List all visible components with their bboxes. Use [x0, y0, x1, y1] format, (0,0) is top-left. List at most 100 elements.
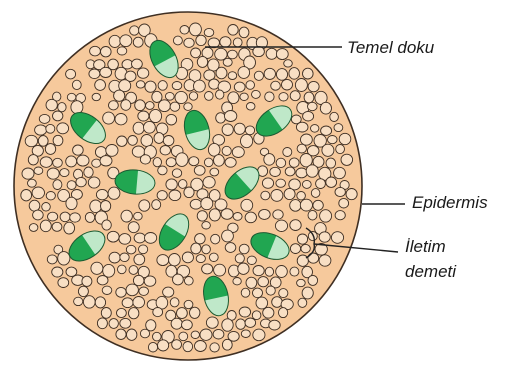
parenchyma-cell: [121, 210, 132, 222]
parenchyma-cell: [157, 191, 167, 200]
parenchyma-cell: [308, 81, 319, 91]
parenchyma-cell: [129, 308, 139, 319]
parenchyma-cell: [316, 179, 326, 189]
parenchyma-cell: [191, 48, 201, 58]
parenchyma-cell: [109, 252, 120, 263]
parenchyma-cell: [273, 210, 283, 219]
parenchyma-cell: [40, 157, 52, 168]
parenchyma-cell: [46, 99, 57, 110]
parenchyma-cell: [306, 165, 318, 177]
parenchyma-cell: [202, 222, 211, 229]
parenchyma-cell: [202, 264, 213, 274]
parenchyma-cell: [172, 82, 182, 90]
parenchyma-cell: [84, 167, 93, 177]
parenchyma-cell: [261, 191, 270, 200]
parenchyma-cell: [182, 320, 193, 330]
parenchyma-cell: [52, 267, 63, 277]
parenchyma-cell: [58, 278, 69, 288]
parenchyma-cell: [152, 200, 161, 210]
parenchyma-cell: [245, 318, 256, 327]
parenchyma-cell: [53, 111, 63, 121]
parenchyma-cell: [290, 91, 300, 101]
parenchyma-cell: [263, 307, 274, 318]
parenchyma-cell: [339, 198, 349, 208]
parenchyma-cell: [119, 234, 131, 245]
parenchyma-cell: [246, 277, 257, 288]
parenchyma-cell: [335, 187, 345, 196]
parenchyma-cell: [233, 213, 242, 221]
parenchyma-cell: [76, 177, 86, 186]
parenchyma-cell: [290, 220, 301, 231]
parenchyma-cell: [308, 102, 318, 110]
parenchyma-cell: [132, 59, 143, 69]
parenchyma-cell: [335, 211, 345, 220]
parenchyma-cell: [302, 180, 311, 188]
parenchyma-cell: [283, 148, 292, 157]
parenchyma-cell: [238, 263, 249, 274]
parenchyma-cell: [165, 92, 174, 100]
parenchyma-cell: [83, 296, 95, 308]
parenchyma-cell: [89, 69, 100, 79]
parenchyma-cell: [90, 46, 101, 56]
parenchyma-cell: [117, 136, 127, 146]
parenchyma-cell: [271, 190, 283, 202]
parenchyma-cell: [222, 146, 231, 155]
parenchyma-cell: [134, 254, 145, 265]
parenchyma-cell: [58, 103, 66, 112]
parenchyma-cell: [126, 284, 138, 296]
parenchyma-cell: [321, 126, 332, 135]
parenchyma-cell: [116, 329, 126, 339]
parenchyma-cell: [120, 318, 131, 328]
parenchyma-cell: [140, 329, 149, 338]
parenchyma-cell: [203, 177, 215, 188]
parenchyma-cell: [210, 343, 219, 352]
parenchyma-cell: [53, 180, 62, 190]
parenchyma-cell: [53, 135, 63, 145]
parenchyma-cell: [213, 329, 224, 339]
parenchyma-cell: [163, 287, 174, 297]
parenchyma-cell: [66, 197, 77, 209]
parenchyma-cell: [295, 79, 307, 92]
parenchyma-cell: [228, 92, 239, 104]
parenchyma-cell: [72, 80, 81, 89]
parenchyma-cell: [206, 317, 218, 328]
parenchyma-cell: [328, 136, 338, 144]
parenchyma-cell: [101, 47, 112, 57]
parenchyma-cell: [234, 123, 245, 134]
parenchyma-cell: [196, 255, 205, 263]
parenchyma-cell: [339, 133, 351, 144]
parenchyma-cell: [220, 37, 231, 47]
parenchyma-cell: [269, 320, 280, 330]
parenchyma-cell: [275, 220, 287, 231]
parenchyma-cell: [42, 203, 51, 212]
parenchyma-cell: [320, 210, 332, 222]
parenchyma-cell: [139, 245, 148, 254]
parenchyma-cell: [115, 114, 127, 125]
parenchyma-cell: [100, 156, 112, 166]
parenchyma-cell: [103, 264, 115, 277]
parenchyma-cell: [284, 188, 295, 199]
parenchyma-cell: [319, 232, 330, 242]
parenchyma-cell: [67, 181, 76, 190]
parenchyma-cell: [276, 49, 288, 60]
parenchyma-cell: [135, 100, 146, 111]
parenchyma-cell: [92, 159, 101, 167]
parenchyma-cell: [279, 308, 288, 318]
parenchyma-cell: [308, 275, 318, 285]
parenchyma-cell: [139, 200, 150, 211]
parenchyma-cell: [120, 253, 129, 262]
parenchyma-cell: [191, 243, 201, 254]
parenchyma-cell: [82, 276, 92, 286]
parenchyma-cell: [223, 58, 232, 66]
parenchyma-cell: [134, 212, 143, 220]
parenchyma-cell: [190, 307, 200, 318]
parenchyma-cell: [308, 210, 317, 220]
parenchyma-cell: [246, 81, 255, 90]
parenchyma-cell: [208, 38, 219, 48]
parenchyma-cell: [290, 200, 301, 212]
label-demeti: demeti: [405, 262, 456, 282]
parenchyma-cell: [334, 167, 346, 178]
parenchyma-cell: [176, 153, 188, 167]
parenchyma-cell: [297, 144, 306, 153]
parenchyma-cell: [117, 308, 127, 317]
